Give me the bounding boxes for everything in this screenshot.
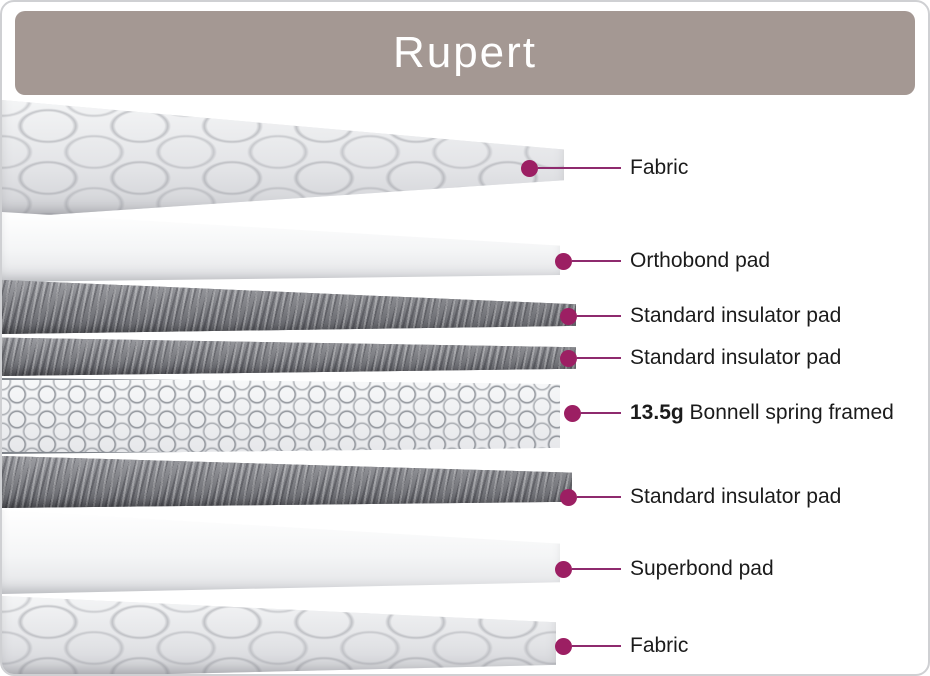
callout-label: Fabric (630, 156, 689, 179)
callout-bonnell-spring: 13.5g Bonnell spring framed (564, 401, 894, 425)
layer-insulator-pad-1 (2, 280, 576, 334)
callout-label: Orthobond pad (630, 249, 771, 272)
callout-line (577, 496, 621, 498)
callout-dot (555, 252, 572, 270)
callout-superbond-pad: Superbond pad (555, 557, 774, 581)
callout-dot (560, 349, 577, 367)
callout-dot (560, 307, 577, 325)
callout-line (572, 645, 621, 647)
callout-label: Superbond pad (630, 557, 774, 580)
callout-dot (521, 159, 538, 177)
callout-dot (555, 560, 572, 578)
callout-line (572, 260, 621, 262)
page-title: Rupert (392, 28, 538, 77)
layer-fabric-bottom (2, 596, 556, 674)
layer-fabric-top (2, 100, 564, 218)
callout-dot (560, 488, 577, 506)
callout-dot (555, 637, 572, 655)
layer-superbond-pad (2, 510, 560, 594)
header-bar: Rupert (15, 11, 915, 95)
callout-label: Standard insulator pad (630, 485, 842, 508)
callout-label: Standard insulator pad (630, 304, 842, 327)
layer-insulator-pad-3 (2, 456, 572, 508)
layer-insulator-pad-2 (2, 337, 576, 376)
callout-orthobond-pad: Orthobond pad (555, 249, 770, 273)
callout-line (581, 412, 621, 414)
callout-line (538, 167, 621, 169)
layer-orthobond-pad (2, 212, 560, 282)
callout-fabric-bottom: Fabric (555, 634, 688, 658)
callout-line (577, 315, 621, 317)
callout-insulator-pad-1: Standard insulator pad (560, 304, 841, 328)
callout-insulator-pad-3: Standard insulator pad (560, 485, 841, 509)
callout-insulator-pad-2: Standard insulator pad (560, 346, 841, 370)
callout-dot (564, 404, 581, 422)
callout-label: Standard insulator pad (630, 346, 842, 369)
layer-bonnell-spring-unit (2, 378, 560, 454)
callout-line (577, 357, 621, 359)
callout-fabric-top: Fabric (521, 156, 688, 180)
callout-label: Fabric (630, 634, 689, 657)
callout-line (572, 568, 621, 570)
callout-label: 13.5g Bonnell spring framed (630, 401, 894, 424)
